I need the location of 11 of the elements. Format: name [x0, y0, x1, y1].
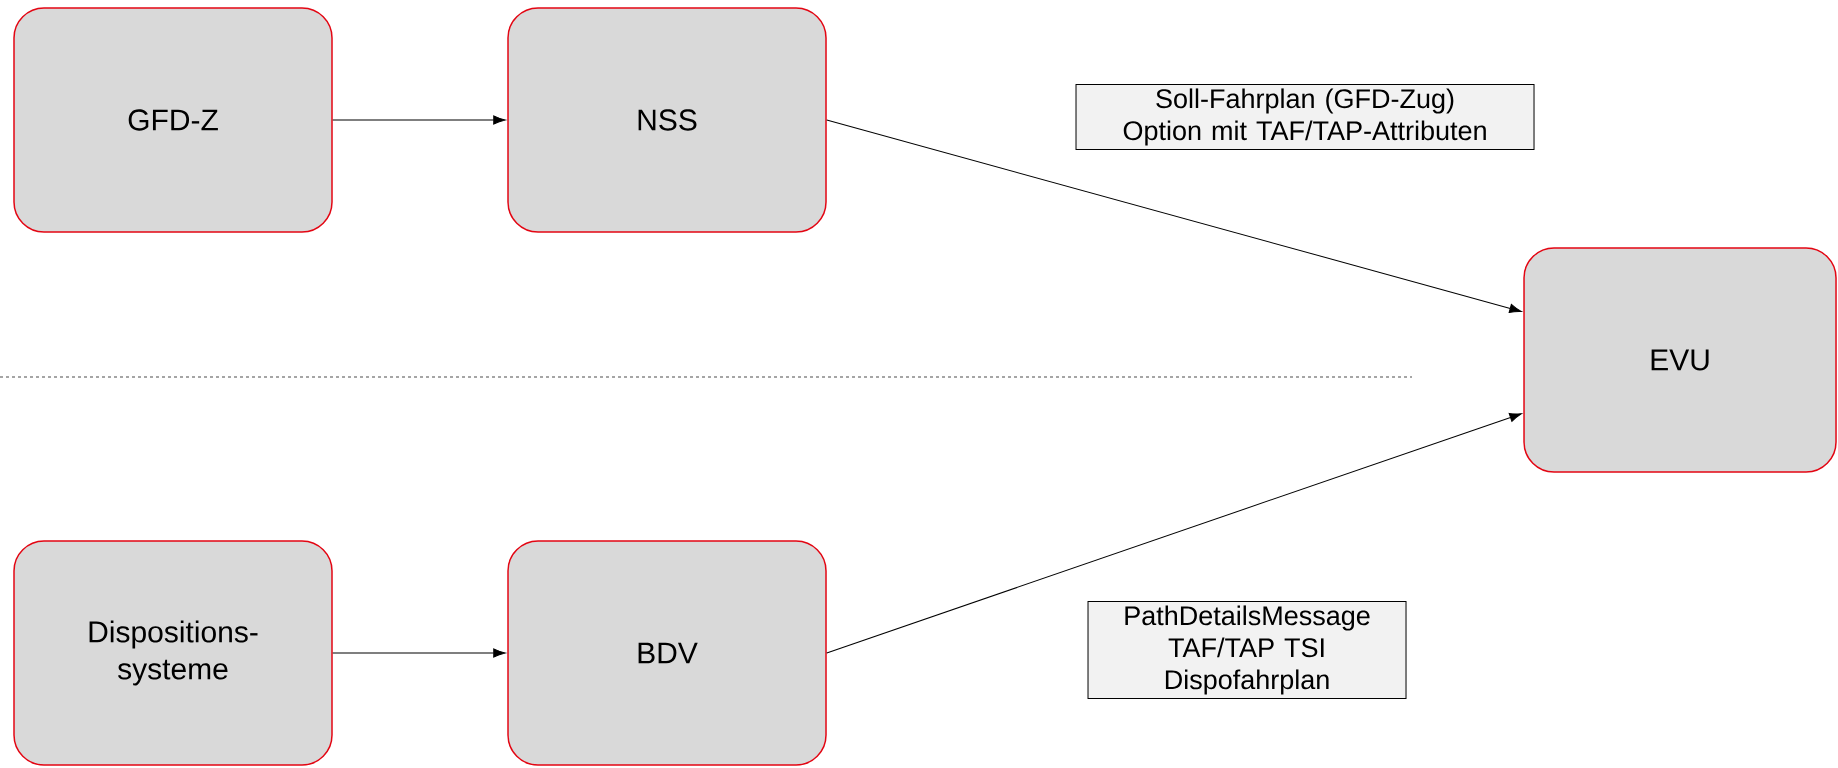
edge-label: Soll-Fahrplan (GFD-Zug) Option mit TAF/TAP-Attributen	[1075, 83, 1535, 151]
process-box: GFD-Z	[13, 7, 333, 233]
arrow	[332, 115, 506, 125]
process-box: EVU	[1523, 247, 1837, 473]
process-box: NSS	[507, 7, 827, 233]
process-box: Dispositions- systeme	[13, 540, 333, 766]
arrow	[826, 119, 1522, 313]
process-box: BDV	[507, 540, 827, 766]
edge-label: PathDetailsMessage TAF/TAP TSI Dispofahrplan	[1087, 600, 1407, 700]
arrow	[332, 648, 506, 658]
arrow	[826, 413, 1522, 654]
